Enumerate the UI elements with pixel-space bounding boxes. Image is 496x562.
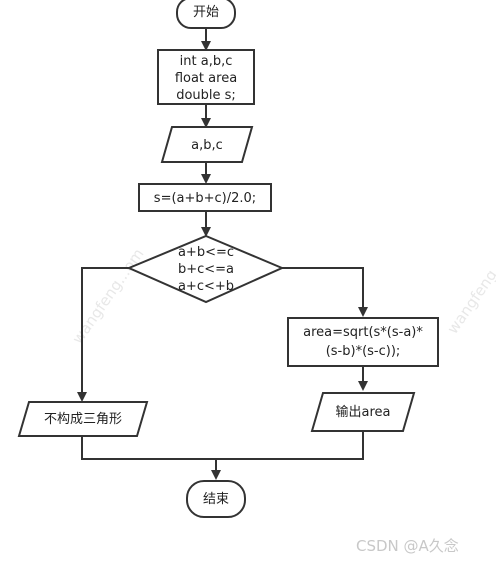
condition-diamond: a+b<=c b+c<=a a+c<+b [126, 234, 285, 304]
start-label: 开始 [193, 5, 219, 20]
declare-line: float area [175, 71, 237, 86]
input-node: a,b,c [160, 126, 254, 163]
declare-line: double s; [176, 88, 236, 103]
calc-s-label: s=(a+b+c)/2.0; [154, 191, 256, 206]
calc-s-box: s=(a+b+c)/2.0; [138, 183, 272, 212]
output-not-triangle-node: 不构成三角形 [17, 401, 149, 437]
input-label: a,b,c [191, 138, 223, 153]
declare-variables-box: int a,b,c float area double s; [157, 49, 255, 105]
condition-line: a+c<+b [178, 279, 234, 294]
declare-line: int a,b,c [180, 54, 233, 69]
connector-not-triangle-merge [81, 436, 216, 460]
condition-line: a+b<=c [178, 245, 234, 260]
connector-condition-to-not-triangle [77, 267, 129, 402]
area-calc-line: area=sqrt(s*(s-a)* [303, 325, 423, 340]
watermark: wangfeng...om [69, 245, 148, 347]
area-calc-box: area=sqrt(s*(s-a)* (s-b)*(s-c)); [287, 317, 439, 367]
end-node: 结束 [186, 480, 246, 518]
connector-condition-to-area-calc [282, 267, 368, 317]
end-label: 结束 [203, 492, 229, 507]
output-area-node: 输出area [310, 392, 416, 432]
condition-line: b+c<=a [178, 262, 234, 277]
output-area-label: 输出area [336, 404, 391, 420]
area-calc-line: (s-b)*(s-c)); [326, 344, 401, 359]
connector-output-merge [216, 431, 364, 460]
start-node: 开始 [176, 0, 236, 29]
output-not-triangle-label: 不构成三角形 [44, 412, 122, 427]
csdn-credit: CSDN @A久念 [356, 537, 459, 555]
watermark: wangfeng...om [444, 235, 496, 337]
